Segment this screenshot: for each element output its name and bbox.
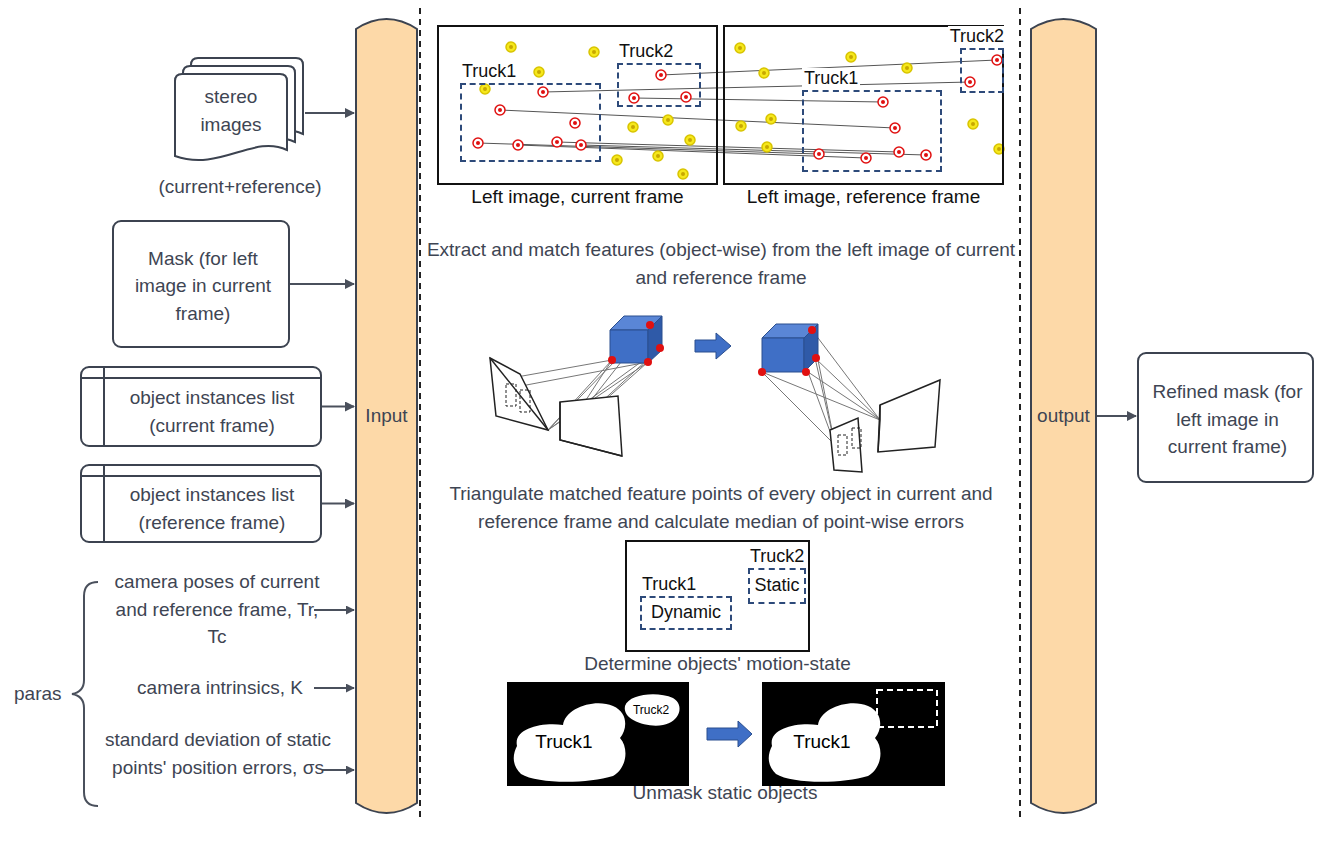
match-lines — [478, 60, 997, 158]
node-label: stereo images — [175, 83, 287, 138]
brace — [72, 582, 98, 806]
node-body: object instances list (reference frame) — [108, 478, 316, 540]
table-box: object instances list (current frame) — [80, 366, 322, 447]
image-frame: Determine objects' motion-stateTruck1Dyn… — [625, 540, 810, 652]
object-name: Truck2 — [617, 41, 675, 63]
node-label: Refined mask (for left image in current … — [1147, 378, 1308, 461]
object-box: Truck1 — [460, 83, 601, 162]
connector — [305, 112, 354, 114]
image-frame: Left image, current frameTruck1Truck2 — [437, 25, 718, 185]
caption: Left image, reference frame — [747, 186, 980, 209]
connector — [290, 283, 354, 285]
node-body: stereo images — [175, 74, 287, 148]
mask-image: Truck1 Truck2 — [507, 682, 689, 786]
param-arrow — [322, 769, 354, 771]
node-label: object instances list (current frame) — [108, 384, 316, 439]
mask-blobs — [762, 682, 945, 786]
node-body: object instances list (current frame) — [108, 380, 316, 444]
image-frame: Left image, reference frameTruck2Truck1 — [723, 25, 1004, 185]
node-label: object instances list (reference frame) — [108, 481, 316, 536]
object-name: Truck1 — [640, 574, 698, 596]
connector — [1097, 415, 1136, 417]
feature-points — [473, 42, 1004, 179]
connector — [322, 406, 354, 408]
caption: (current+reference) — [158, 176, 321, 199]
separator — [1019, 8, 1021, 822]
object-name: Truck1 — [802, 68, 860, 90]
parameter-label: camera poses of current and reference fr… — [112, 568, 322, 651]
table-box: object instances list (reference frame) — [80, 464, 322, 543]
state-label: Static — [754, 575, 799, 597]
process-band: Input — [355, 15, 418, 817]
step-caption: Extract and match features (object-wise)… — [425, 236, 1017, 291]
process-band: output — [1030, 15, 1097, 817]
object-box: Truck2 — [960, 48, 1004, 93]
object-box: Truck1Dynamic — [640, 596, 732, 630]
step-caption: Triangulate matched feature points of ev… — [425, 480, 1017, 535]
caption: Determine objects' motion-state — [584, 653, 851, 676]
step-caption: Unmask static objects — [500, 782, 950, 805]
object-box: Truck1 — [802, 90, 942, 172]
mask-image: Truck1 — [762, 682, 945, 786]
object-name: Truck1 — [460, 61, 518, 83]
mask-blobs — [507, 682, 689, 786]
separator — [419, 8, 421, 822]
node-body: Input — [359, 17, 414, 815]
node-body: Static — [754, 572, 800, 600]
object-name: Truck1 — [793, 731, 850, 754]
node-body: Dynamic — [646, 600, 726, 626]
document-stack: stereo images(current+reference) — [175, 58, 305, 168]
param-arrow — [314, 609, 354, 611]
document-stack-shape — [175, 58, 305, 168]
object-name: Truck2 — [748, 546, 806, 568]
object-name: Truck1 — [535, 731, 592, 754]
band-label: Input — [365, 402, 407, 430]
triangulation-figure — [490, 316, 940, 472]
state-label: Dynamic — [651, 602, 721, 624]
group-label: paras — [14, 680, 78, 708]
connector — [322, 503, 354, 505]
band-label: output — [1037, 402, 1090, 430]
object-name: Truck2 — [948, 26, 1006, 48]
caption: Left image, current frame — [471, 186, 683, 209]
param-arrow — [314, 687, 354, 689]
node-body: Refined mask (for left image in current … — [1147, 360, 1308, 479]
process-box: Refined mask (for left image in current … — [1137, 352, 1314, 483]
object-box: Truck2Static — [748, 568, 806, 604]
process-box: Mask (for left image in current frame) — [112, 220, 290, 348]
block-arrow — [707, 721, 752, 747]
parameter-label: standard deviation of static points' pos… — [100, 726, 336, 781]
parameter-label: camera intrinsics, K — [110, 674, 330, 702]
object-name: Truck2 — [633, 703, 669, 717]
node-label: Mask (for left image in current frame) — [124, 245, 282, 328]
node-body: Mask (for left image in current frame) — [124, 230, 282, 342]
object-box: Truck2 — [617, 63, 701, 107]
node-body: output — [1034, 17, 1093, 815]
